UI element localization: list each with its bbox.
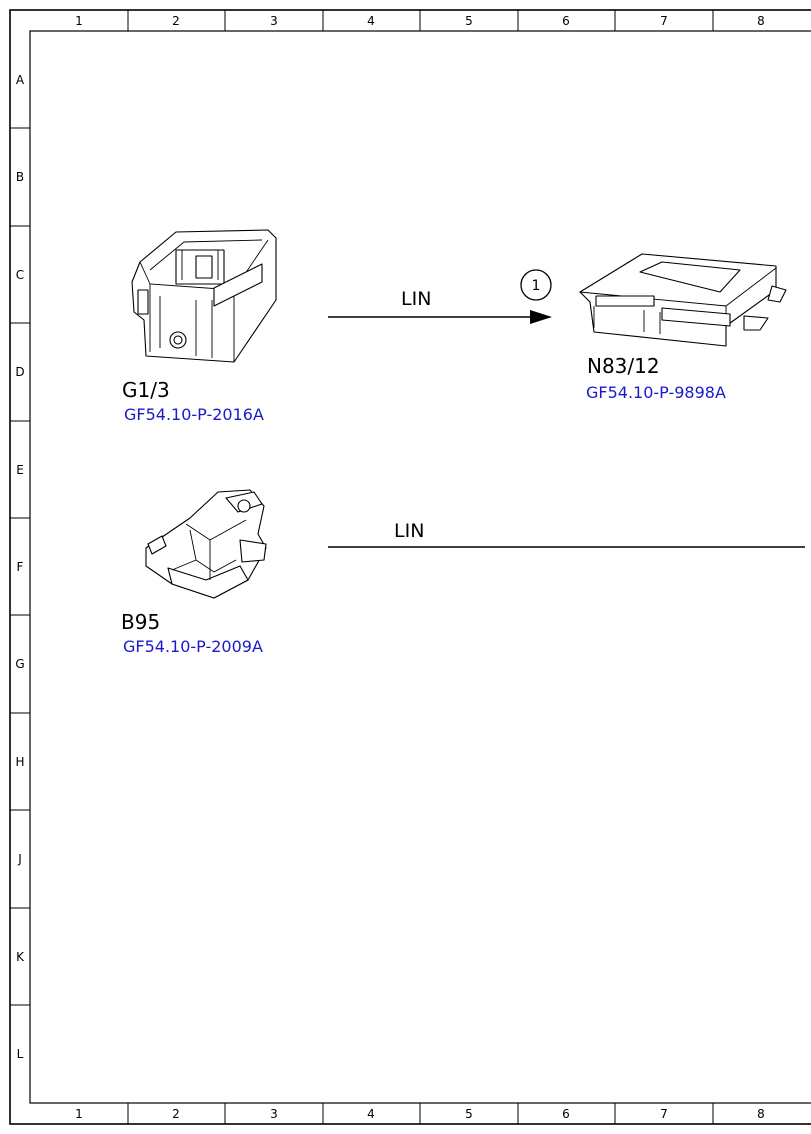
row-label: E xyxy=(16,463,24,477)
outer-frame xyxy=(9,9,811,1125)
row-ticks xyxy=(10,127,30,1006)
col-label-bottom: 8 xyxy=(757,1107,765,1121)
row-label: F xyxy=(17,560,24,574)
arrow-head xyxy=(530,310,552,324)
col-label-top: 2 xyxy=(172,14,180,28)
callout-number: 1 xyxy=(532,278,541,294)
row-label: J xyxy=(17,852,22,866)
col-label-top: 5 xyxy=(465,14,473,28)
col-label-top: 7 xyxy=(660,14,668,28)
row-label: K xyxy=(16,950,25,964)
col-label-bottom: 7 xyxy=(660,1107,668,1121)
col-label-top: 4 xyxy=(367,14,375,28)
component-name: N83/12 xyxy=(587,354,660,378)
col-label-bottom: 2 xyxy=(172,1107,180,1121)
col-label-bottom: 1 xyxy=(75,1107,83,1121)
col-label-bottom: 6 xyxy=(562,1107,570,1121)
row-label: C xyxy=(16,268,24,282)
col-label-bottom: 4 xyxy=(367,1107,375,1121)
col-label-top: 6 xyxy=(562,14,570,28)
row-label: A xyxy=(16,73,25,87)
component-n83-12-illustration xyxy=(579,253,787,347)
col-label-top: 3 xyxy=(270,14,278,28)
component-b95-illustration xyxy=(145,489,267,599)
col-label-bottom: 5 xyxy=(465,1107,473,1121)
component-g1-3-illustration xyxy=(131,229,277,363)
column-ticks xyxy=(127,10,714,1124)
row-label: H xyxy=(15,755,24,769)
col-label-top: 1 xyxy=(75,14,83,28)
connection-label: LIN xyxy=(401,288,431,310)
callout-circle xyxy=(520,269,552,301)
row-label: D xyxy=(15,365,24,379)
row-label: G xyxy=(15,657,24,671)
component-ref-link[interactable]: GF54.10-P-2016A xyxy=(124,405,264,424)
connection-label: LIN xyxy=(394,520,424,542)
component-ref-link[interactable]: GF54.10-P-9898A xyxy=(586,383,726,402)
row-label: B xyxy=(16,170,24,184)
row-label: L xyxy=(17,1047,24,1061)
col-label-top: 8 xyxy=(757,14,765,28)
component-name: G1/3 xyxy=(122,378,170,402)
component-ref-link[interactable]: GF54.10-P-2009A xyxy=(123,637,263,656)
inner-frame xyxy=(29,30,811,1104)
col-label-bottom: 3 xyxy=(270,1107,278,1121)
component-name: B95 xyxy=(121,610,160,634)
